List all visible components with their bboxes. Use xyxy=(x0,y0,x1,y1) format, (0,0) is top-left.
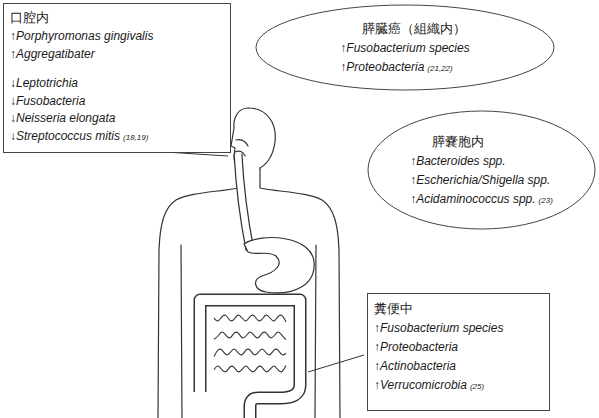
small-intestine xyxy=(214,332,286,340)
bacteria-item: ↑Actinobacteria xyxy=(374,359,456,373)
bacteria-item: ↑Proteobacteria xyxy=(340,60,424,74)
text-row: 膵臓癌（組織内） xyxy=(340,19,469,38)
small-intestine xyxy=(214,349,286,357)
head-outline xyxy=(248,108,275,168)
text-row: ↑Verrucomicrobia(25) xyxy=(374,375,503,396)
text-row: 膵嚢胞内 xyxy=(410,132,553,151)
text-row: ↑Acidaminococcus spp. (23) xyxy=(410,189,553,209)
bacteria-item: ↑Aggregatibater xyxy=(10,47,95,61)
text-row: 口腔内 xyxy=(10,8,153,27)
colon xyxy=(200,300,300,418)
stomach xyxy=(244,238,314,293)
text-block: 膵臓癌（組織内） ↑Fusobacterium species ↑Proteobac… xyxy=(340,19,469,77)
esophagus xyxy=(238,154,250,250)
region-box: 口腔内 ↑Porphyromonas gingivalis ↑Aggregatiba… xyxy=(3,3,231,153)
bacteria-item: ↑Porphyromonas gingivalis xyxy=(10,29,153,43)
colon xyxy=(200,300,300,418)
reference-number: (18,19) xyxy=(123,133,148,142)
ellipse-outline xyxy=(367,110,596,230)
text-block: 口腔内 ↑Porphyromonas gingivalis ↑Aggregatiba… xyxy=(10,8,153,146)
text-block: 膵嚢胞内 ↑Bacteroides spp. ↑Escherichia/Shigel… xyxy=(410,132,553,209)
text-row: ↑Bacteroides spp. xyxy=(410,151,553,170)
region-box: 糞便中 ↑Fusobacterium species ↑Proteobacteria… xyxy=(367,293,550,411)
text-row: ↑Fusobacterium species xyxy=(340,38,469,57)
reference-number: (23) xyxy=(539,196,553,205)
bacteria-item: ↑Bacteroides spp. xyxy=(410,154,505,168)
region-ellipse: 膵臓癌（組織内） ↑Fusobacterium species ↑Proteobac… xyxy=(255,4,555,91)
esophagus xyxy=(238,154,250,250)
text-row: ↑Porphyromonas gingivalis xyxy=(10,27,153,45)
region-heading: 膵臓癌（組織内） xyxy=(362,21,466,36)
bacteria-item: ↑Acidaminococcus spp. xyxy=(410,192,535,206)
region-heading: 膵嚢胞内 xyxy=(432,134,484,149)
text-row: ↑Escherichia/Shigella spp. xyxy=(410,170,553,189)
bacteria-item: ↓Leptotrichia xyxy=(10,76,78,90)
region-heading: 口腔内 xyxy=(10,10,49,25)
arm-line xyxy=(315,245,316,418)
bacteria-item: ↑Fusobacterium species xyxy=(340,41,469,55)
reference-number: (25) xyxy=(470,382,484,391)
reference-number: (21,22) xyxy=(427,64,452,73)
text-block: 糞便中 ↑Fusobacterium species ↑Proteobacteria… xyxy=(374,299,503,396)
region-ellipse: 膵嚢胞内 ↑Bacteroides spp. ↑Escherichia/Shigel… xyxy=(367,110,596,230)
bacteria-item: ↑Proteobacteria xyxy=(374,340,458,354)
bacteria-item: ↓Streptococcus mitis xyxy=(10,129,120,143)
text-row: 糞便中 xyxy=(374,299,503,318)
small-intestine xyxy=(214,366,286,372)
text-row: ↓Leptotrichia xyxy=(10,74,153,92)
arm-line xyxy=(181,245,182,418)
bacteria-item: ↓Neisseria elongata xyxy=(10,111,115,125)
text-row: ↑Fusobacterium species xyxy=(374,318,503,337)
text-row: ↑Aggregatibater xyxy=(10,45,153,63)
text-row: ↑Proteobacteria(21,22) xyxy=(340,57,469,77)
text-row: ↑Proteobacteria xyxy=(374,337,503,356)
bacteria-item: ↑Escherichia/Shigella spp. xyxy=(410,173,550,187)
nasal-cavity xyxy=(236,140,248,146)
bacteria-item: ↓Fusobacteria xyxy=(10,94,85,108)
text-row: ↓Streptococcus mitis(18,19) xyxy=(10,127,153,147)
leader-line xyxy=(308,355,364,372)
bacteria-item: ↑Fusobacterium species xyxy=(374,321,503,335)
text-row: ↑Actinobacteria xyxy=(374,356,503,375)
region-heading: 糞便中 xyxy=(374,301,413,316)
text-row: ↓Neisseria elongata xyxy=(10,109,153,127)
text-row: ↓Fusobacteria xyxy=(10,92,153,110)
bacteria-item: ↑Verrucomicrobia xyxy=(374,378,467,392)
small-intestine xyxy=(214,315,286,322)
